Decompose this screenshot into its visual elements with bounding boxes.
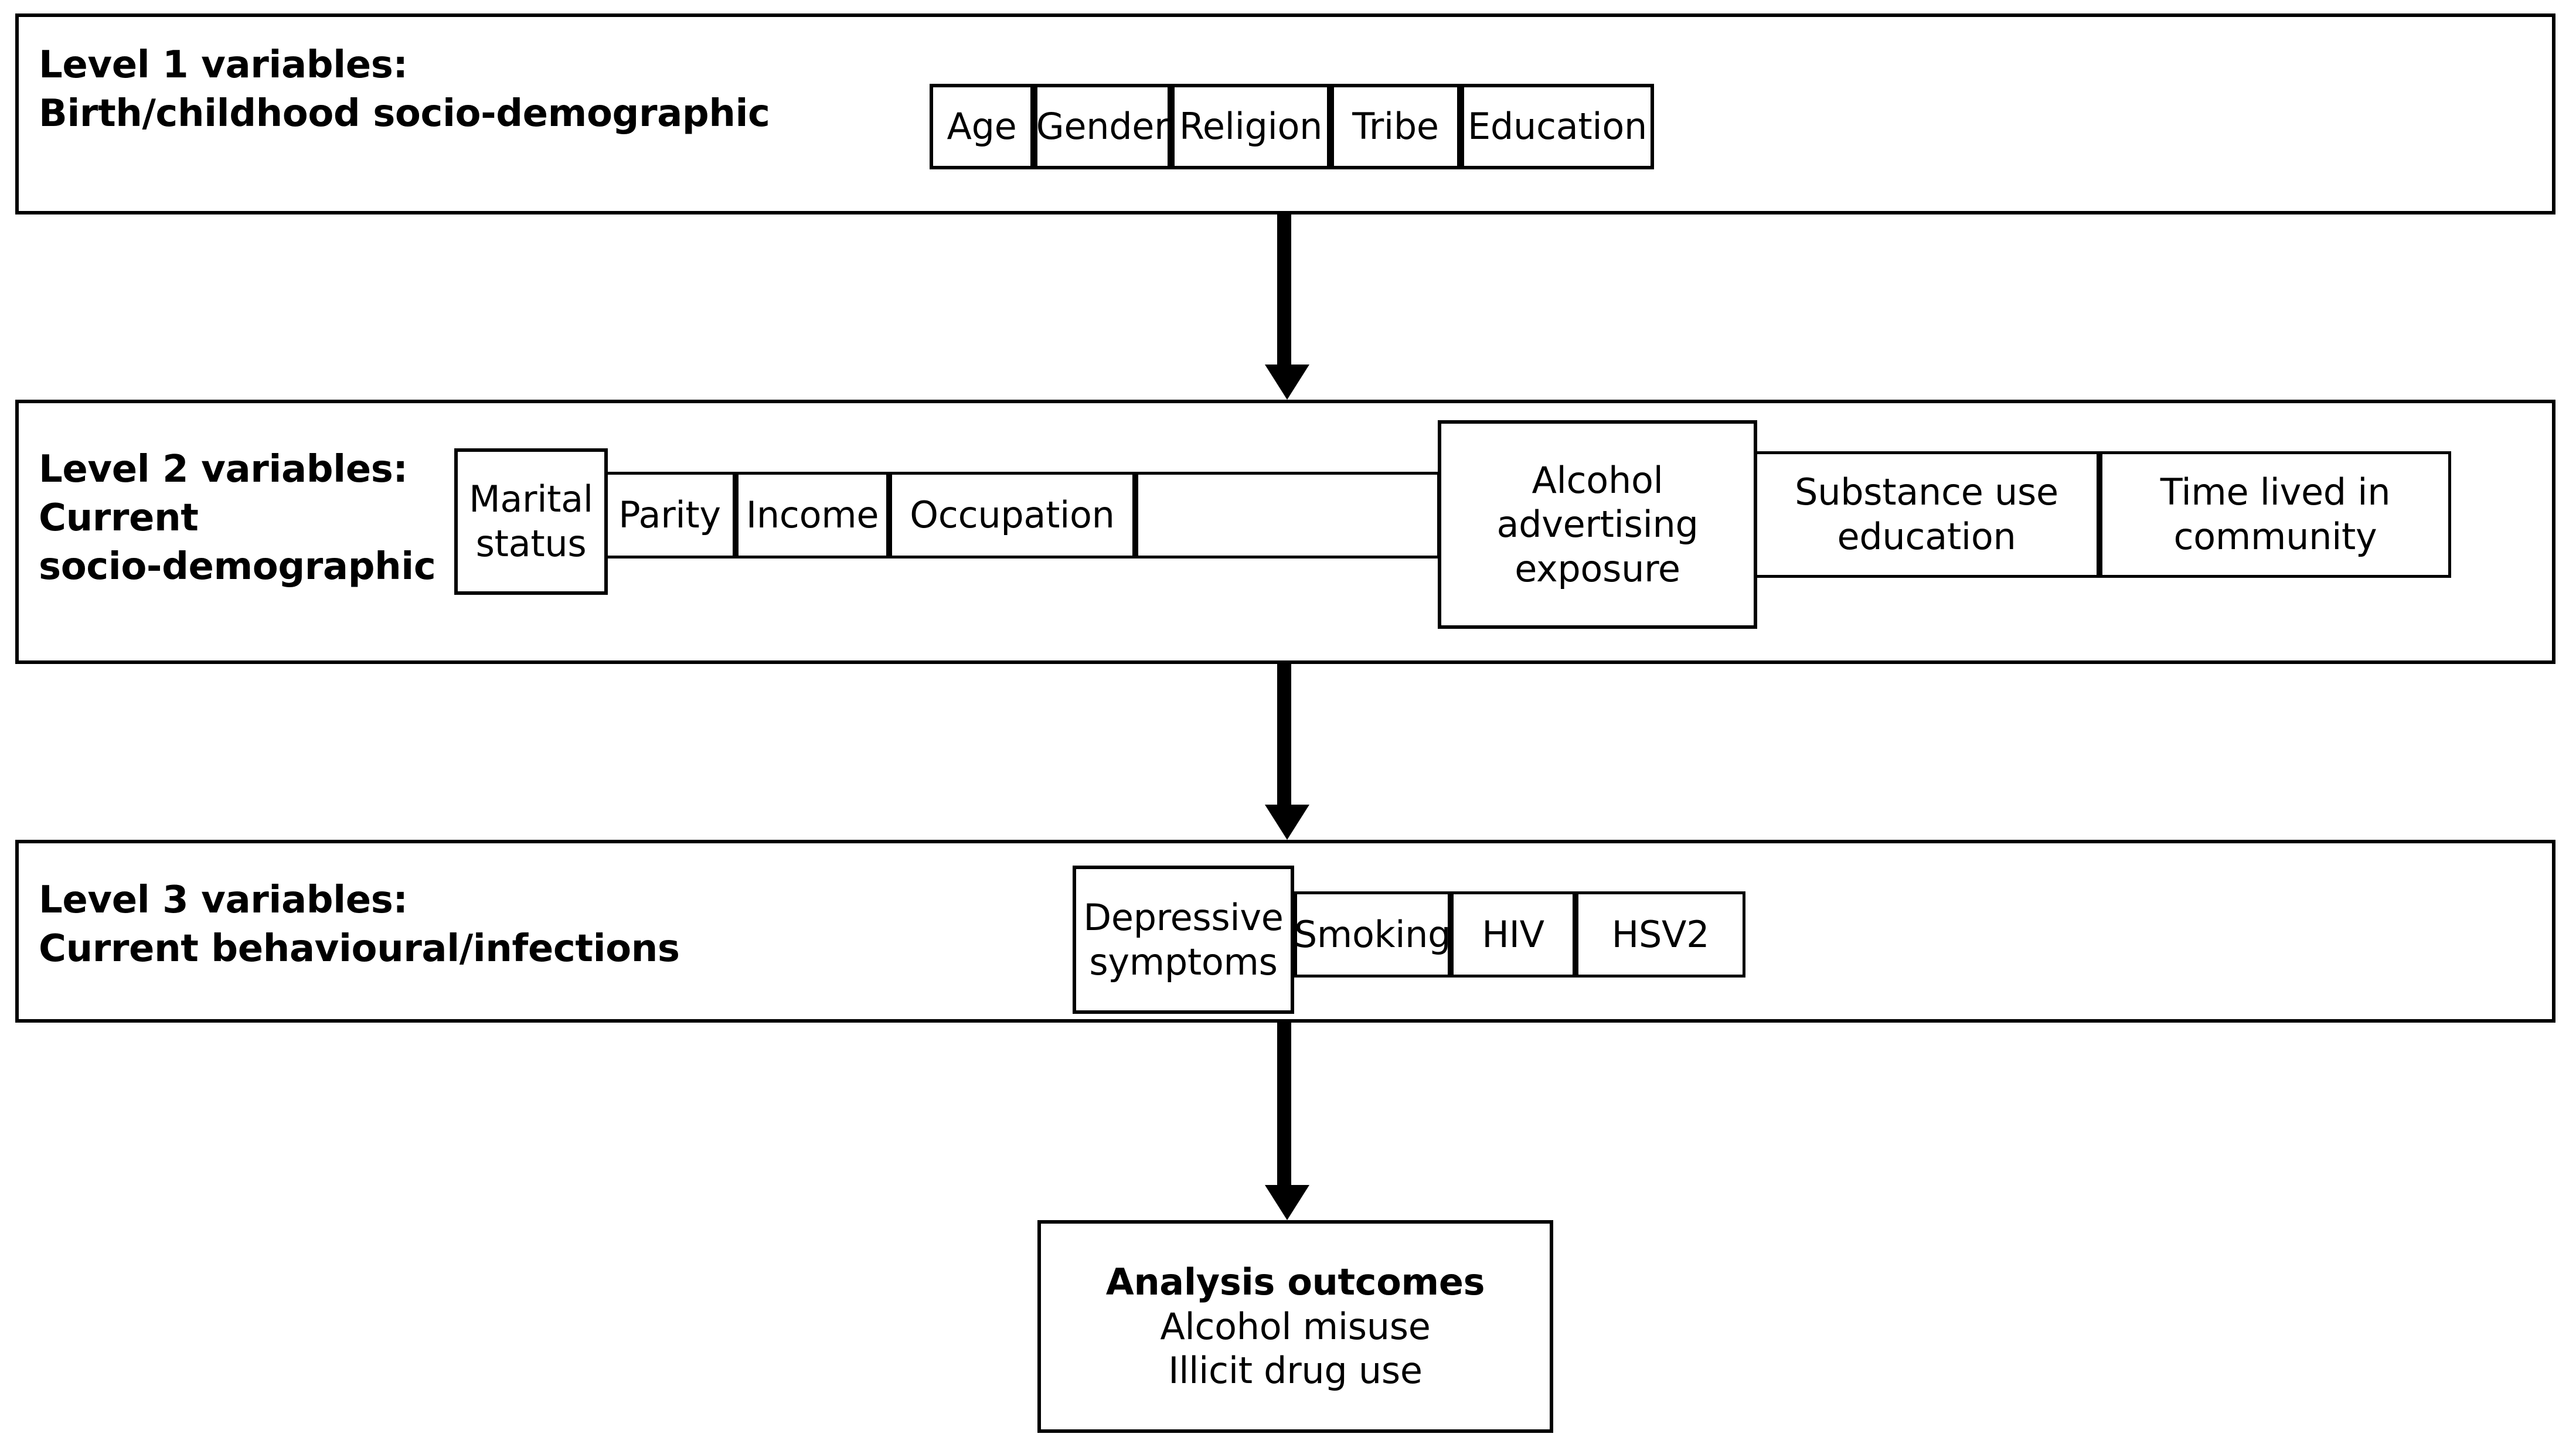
arrow-level1-to-level2 <box>1265 214 1309 400</box>
level-2-box-substance-use-education[interactable]: Substance use education <box>1754 451 2099 578</box>
level-2-box-income[interactable]: Income <box>736 472 889 558</box>
analysis-outcomes-box[interactable]: Analysis outcomes Alcohol misuse Illicit… <box>1037 1220 1553 1433</box>
level-3-box-depressive-symptoms[interactable]: Depressive symptoms <box>1073 866 1294 1014</box>
arrow-head <box>1265 805 1309 840</box>
level-1-box-tribe[interactable]: Tribe <box>1330 84 1461 169</box>
level-1-box-age[interactable]: Age <box>930 84 1034 169</box>
level-2-label: Level 2 variables: Current socio-demogra… <box>39 448 436 589</box>
level-1-label: Level 1 variables: Birth/childhood socio… <box>39 43 770 136</box>
level-3-label: Level 3 variables: Current behavioural/i… <box>39 878 680 971</box>
level-2-box-occupation[interactable]: Occupation <box>889 472 1135 558</box>
analysis-outcomes-title: Analysis outcomes <box>1105 1261 1485 1304</box>
level-2-box-parity[interactable]: Parity <box>604 472 736 558</box>
analysis-outcome-item-1: Alcohol misuse <box>1160 1305 1431 1348</box>
level-3-box-hsv2[interactable]: HSV2 <box>1575 891 1745 978</box>
level-1-box-education[interactable]: Education <box>1461 84 1654 169</box>
arrow-shaft <box>1277 214 1291 365</box>
level-2-box-time-lived-in-community[interactable]: Time lived in community <box>2099 451 2451 578</box>
arrow-shaft <box>1277 664 1291 805</box>
arrow-head <box>1265 365 1309 400</box>
arrow-head <box>1265 1185 1309 1220</box>
level-3-box-smoking[interactable]: Smoking <box>1294 891 1451 978</box>
arrow-level3-to-outcome <box>1265 1023 1309 1220</box>
level-1-box-religion[interactable]: Religion <box>1171 84 1330 169</box>
level-2-connector-occupation-alcohol <box>1135 472 1440 558</box>
arrow-level2-to-level3 <box>1265 664 1309 840</box>
analysis-outcome-item-2: Illicit drug use <box>1168 1349 1423 1392</box>
arrow-shaft <box>1277 1023 1291 1185</box>
level-2-box-alcohol-advertising[interactable]: Alcohol advertising exposure <box>1438 420 1757 629</box>
level-1-box-gender[interactable]: Gender <box>1034 84 1171 169</box>
level-3-box-hiv[interactable]: HIV <box>1451 891 1575 978</box>
level-2-box-marital-status[interactable]: Marital status <box>454 448 608 595</box>
